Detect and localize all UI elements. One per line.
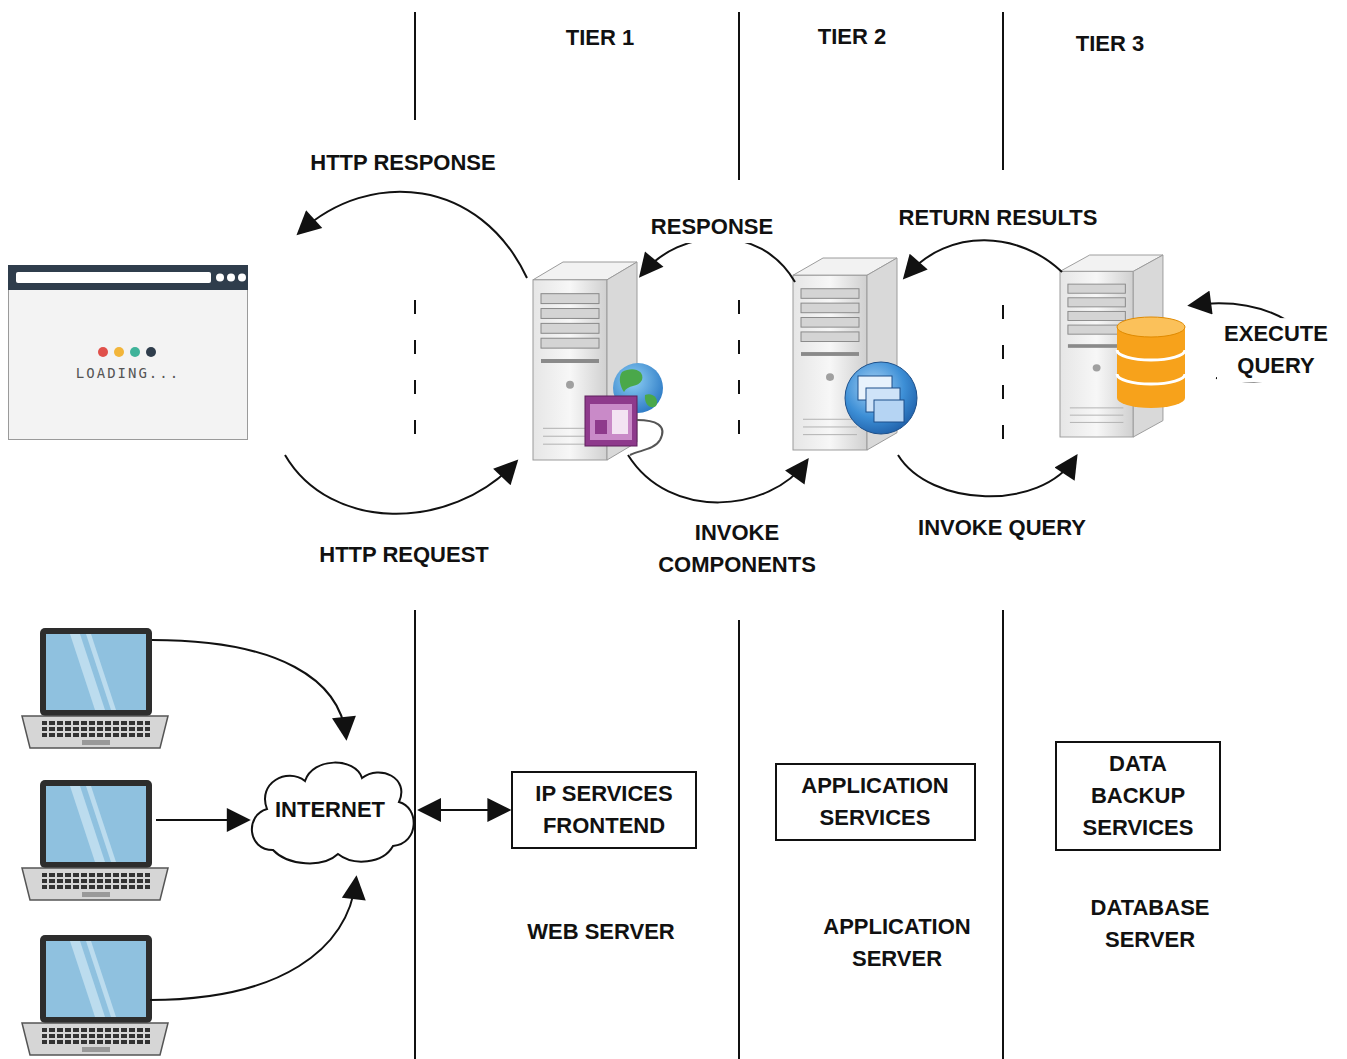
web-icon: [620, 369, 643, 392]
web-icon: [630, 420, 662, 455]
tier-label: TIER 3: [1073, 28, 1147, 60]
browser-window: LOADING...: [8, 265, 248, 440]
flow-label: EXECUTE QUERY: [1217, 318, 1335, 382]
flow-label: HTTP REQUEST: [316, 539, 492, 571]
flow-label: HTTP RESPONSE: [307, 147, 498, 179]
service-box: IP SERVICES FRONTEND: [511, 771, 697, 849]
node-label: DATA BACKUP SERVICES: [1063, 748, 1213, 844]
loading-dot: [114, 347, 124, 357]
web-icon: [585, 396, 637, 446]
flow-label: INVOKE QUERY: [915, 512, 1089, 544]
connector-arrow: [420, 809, 510, 811]
flow-arrow: [906, 240, 1062, 276]
laptop: [22, 935, 168, 1055]
server-label: WEB SERVER: [524, 916, 678, 948]
app-icon: [874, 400, 904, 422]
service-box: APPLICATION SERVICES: [775, 763, 976, 841]
tier-divider: [1002, 610, 1004, 1059]
tier-divider: [414, 300, 416, 460]
database-cylinder: [1117, 350, 1185, 360]
app-icon: [845, 362, 917, 434]
tier-label: TIER 2: [815, 21, 889, 53]
laptop: [22, 628, 168, 748]
tier-divider: [414, 12, 416, 120]
flow-arrow: [628, 455, 806, 502]
tier-label: TIER 1: [563, 22, 637, 54]
server-label: APPLICATION SERVER: [807, 911, 988, 975]
tier-divider: [738, 300, 740, 460]
flow-arrow: [285, 455, 515, 514]
internet-cloud: INTERNET: [243, 753, 418, 868]
tier-divider: [738, 620, 740, 1059]
laptop: [22, 628, 168, 1055]
client-arrow: [152, 640, 346, 736]
database-cylinder: [1117, 317, 1185, 408]
laptop: [22, 780, 168, 900]
app-icon: [845, 362, 917, 434]
window-button: [227, 274, 235, 282]
web-icon: [585, 363, 663, 455]
flow-arrow: [300, 192, 527, 278]
loading-text: LOADING...: [8, 365, 248, 382]
window-frame: [9, 266, 248, 440]
window-button: [216, 274, 224, 282]
flow-label: RETURN RESULTS: [896, 202, 1101, 234]
server-tower: [533, 255, 1163, 460]
loading-dot: [130, 347, 140, 357]
tier-divider: [414, 610, 416, 1059]
tier-divider: [1002, 12, 1004, 170]
node-label: IP SERVICES FRONTEND: [519, 778, 689, 842]
service-box: DATA BACKUP SERVICES: [1055, 741, 1221, 851]
loading-dot: [98, 347, 108, 357]
flow-arrow: [642, 238, 795, 282]
flow-arrow: [285, 192, 1316, 514]
flow-label: RESPONSE: [648, 211, 776, 243]
client-arrow: [150, 880, 356, 1000]
web-icon: [612, 410, 628, 434]
server-tower: [533, 262, 637, 460]
loading-dot: [146, 347, 156, 357]
flow-arrow: [898, 455, 1075, 496]
title-bar: [8, 265, 248, 290]
tier-divider: [738, 12, 740, 180]
node-label: INTERNET: [243, 794, 418, 826]
server-label: DATABASE SERVER: [1072, 892, 1228, 956]
database-cylinder: [1117, 327, 1185, 408]
flow-label: INVOKE COMPONENTS: [639, 517, 835, 581]
window-button: [238, 274, 246, 282]
database-cylinder: [1117, 317, 1185, 337]
web-icon: [645, 394, 657, 407]
database-cylinder: [1117, 374, 1185, 384]
web-icon: [595, 420, 607, 434]
tier-divider: [1002, 305, 1004, 460]
node-label: APPLICATION SERVICES: [783, 770, 968, 834]
browser-frame: [8, 265, 248, 440]
address-bar: [16, 272, 211, 283]
client-arrow: [156, 819, 246, 821]
web-icon: [590, 404, 632, 440]
